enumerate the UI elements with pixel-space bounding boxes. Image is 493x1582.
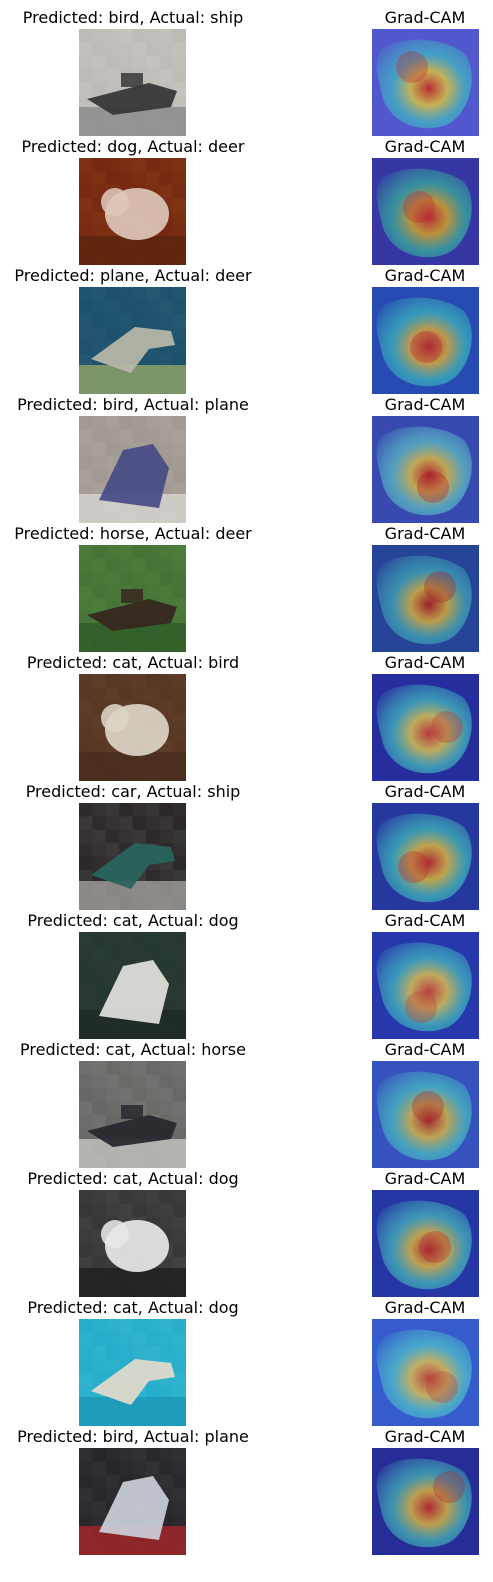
gradcam-title: Grad-CAM	[384, 266, 466, 285]
gradcam-title: Grad-CAM	[384, 1298, 466, 1317]
result-row: Predicted: cat, Actual: bird Grad-CAM	[0, 652, 493, 781]
prediction-title: Predicted: dog, Actual: deer	[21, 137, 245, 156]
dog-photo	[79, 1190, 186, 1297]
dog-photo	[79, 1319, 186, 1426]
gradcam-title: Grad-CAM	[384, 137, 466, 156]
gradcam-heatmap	[372, 932, 479, 1039]
deer-photo	[79, 545, 186, 652]
prediction-title: Predicted: bird, Actual: plane	[17, 395, 249, 414]
gradcam-image	[372, 1448, 479, 1555]
gradcam-title: Grad-CAM	[384, 395, 466, 414]
result-row: Predicted: bird, Actual: plane Grad-CAM	[0, 1426, 493, 1555]
ship-photo	[79, 803, 186, 910]
deer-photo	[79, 158, 186, 265]
gradcam-title: Grad-CAM	[384, 1040, 466, 1059]
prediction-title: Predicted: cat, Actual: bird	[26, 653, 240, 672]
gradcam-heatmap	[372, 1319, 479, 1426]
gradcam-heatmap	[372, 29, 479, 136]
plane-photo	[79, 1448, 186, 1555]
input-image	[79, 158, 186, 265]
prediction-title: Predicted: car, Actual: ship	[25, 782, 241, 801]
prediction-title: Predicted: cat, Actual: dog	[27, 911, 239, 930]
input-image	[79, 545, 186, 652]
result-row: Predicted: cat, Actual: dog Grad-CAM	[0, 910, 493, 1039]
prediction-title: Predicted: cat, Actual: dog	[27, 1298, 239, 1317]
bird-photo	[79, 674, 186, 781]
prediction-title: Predicted: horse, Actual: deer	[14, 524, 252, 543]
gradcam-image	[372, 416, 479, 523]
gradcam-image	[372, 287, 479, 394]
dog-photo	[79, 932, 186, 1039]
prediction-title: Predicted: bird, Actual: plane	[17, 1427, 249, 1446]
prediction-title: Predicted: bird, Actual: ship	[22, 8, 244, 27]
input-image	[79, 1448, 186, 1555]
gradcam-image	[372, 158, 479, 265]
gradcam-heatmap	[372, 674, 479, 781]
gradcam-image	[372, 29, 479, 136]
gradcam-heatmap	[372, 287, 479, 394]
result-row: Predicted: cat, Actual: horse Grad-CAM	[0, 1039, 493, 1168]
input-image	[79, 416, 186, 523]
gradcam-image	[372, 1061, 479, 1168]
input-image	[79, 932, 186, 1039]
result-row: Predicted: horse, Actual: deer Grad-CAM	[0, 523, 493, 652]
result-row: Predicted: plane, Actual: deer Grad-CAM	[0, 265, 493, 394]
gradcam-image	[372, 803, 479, 910]
gradcam-title: Grad-CAM	[384, 653, 466, 672]
gradcam-image	[372, 674, 479, 781]
deer-photo	[79, 287, 186, 394]
result-row: Predicted: cat, Actual: dog Grad-CAM	[0, 1168, 493, 1297]
gradcam-heatmap	[372, 545, 479, 652]
gradcam-image	[372, 1190, 479, 1297]
gradcam-heatmap	[372, 1448, 479, 1555]
gradcam-heatmap	[372, 1190, 479, 1297]
ship-photo	[79, 29, 186, 136]
prediction-title: Predicted: cat, Actual: horse	[20, 1040, 246, 1059]
input-image	[79, 29, 186, 136]
gradcam-title: Grad-CAM	[384, 8, 466, 27]
result-row: Predicted: bird, Actual: plane Grad-CAM	[0, 394, 493, 523]
result-row: Predicted: bird, Actual: ship Grad-CAM	[0, 7, 493, 136]
gradcam-heatmap	[372, 803, 479, 910]
prediction-title: Predicted: cat, Actual: dog	[27, 1169, 239, 1188]
result-row: Predicted: cat, Actual: dog Grad-CAM	[0, 1297, 493, 1426]
horse-photo	[79, 1061, 186, 1168]
input-image	[79, 803, 186, 910]
result-row: Predicted: car, Actual: ship Grad-CAM	[0, 781, 493, 910]
input-image	[79, 1319, 186, 1426]
result-row: Predicted: dog, Actual: deer Grad-CAM	[0, 136, 493, 265]
gradcam-image	[372, 932, 479, 1039]
gradcam-heatmap	[372, 158, 479, 265]
gradcam-heatmap	[372, 416, 479, 523]
prediction-title: Predicted: plane, Actual: deer	[14, 266, 252, 285]
input-image	[79, 1061, 186, 1168]
gradcam-heatmap	[372, 1061, 479, 1168]
gradcam-image	[372, 1319, 479, 1426]
gradcam-title: Grad-CAM	[384, 1427, 466, 1446]
plane-photo	[79, 416, 186, 523]
gradcam-title: Grad-CAM	[384, 911, 466, 930]
input-image	[79, 674, 186, 781]
input-image	[79, 1190, 186, 1297]
gradcam-title: Grad-CAM	[384, 782, 466, 801]
gradcam-title: Grad-CAM	[384, 1169, 466, 1188]
input-image	[79, 287, 186, 394]
gradcam-image	[372, 545, 479, 652]
gradcam-title: Grad-CAM	[384, 524, 466, 543]
